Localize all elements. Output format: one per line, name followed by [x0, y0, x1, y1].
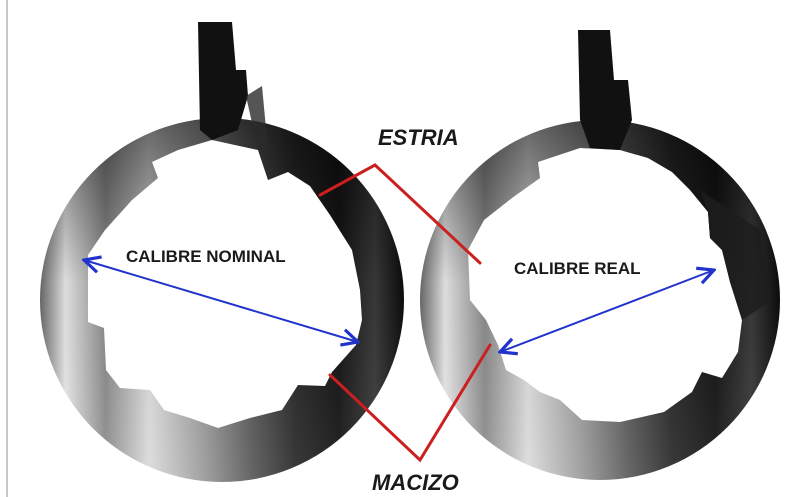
label-calibre-real: CALIBRE REAL	[514, 259, 641, 278]
barrel-right	[420, 30, 780, 480]
barrel-right-shading	[420, 120, 780, 480]
label-calibre-nominal: CALIBRE NOMINAL	[126, 247, 286, 266]
calibre-nominal-arrow	[84, 260, 358, 342]
label-estria: ESTRIA	[378, 125, 459, 150]
barrel-left-shading	[40, 118, 404, 482]
calibre-real-arrow	[500, 270, 714, 352]
barrel-right-top-block	[578, 30, 632, 150]
label-macizo: MACIZO	[372, 470, 459, 495]
